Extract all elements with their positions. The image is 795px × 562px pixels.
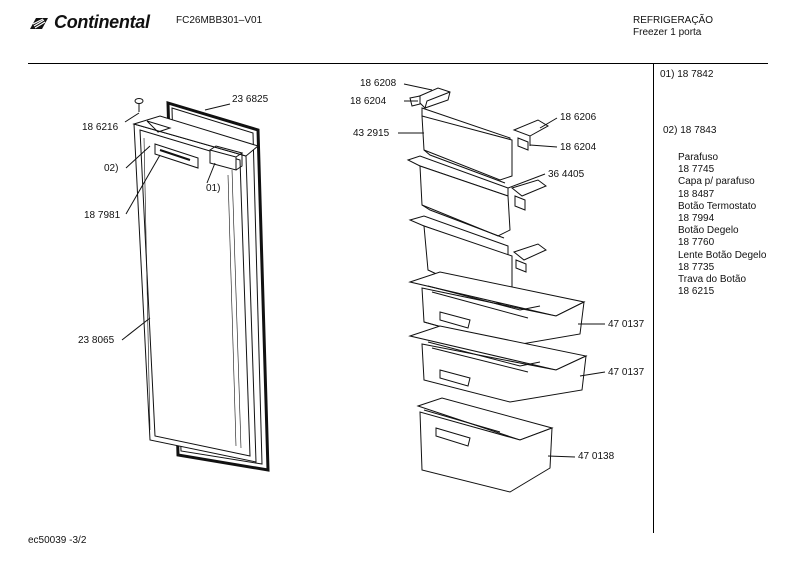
category-line-2: Freezer 1 porta xyxy=(633,27,702,38)
brand-name: Continental xyxy=(54,12,150,32)
part-name: Trava do Botão xyxy=(678,274,747,286)
part-name: Botão Termostato xyxy=(678,200,757,212)
callout-01: 01) xyxy=(206,183,221,194)
callout-470138: 47 0138 xyxy=(578,451,615,462)
side-item-01: 01) 18 7842 xyxy=(660,69,714,80)
callout-470137-a: 47 0137 xyxy=(608,319,645,330)
door-shelf-2 xyxy=(406,155,511,239)
callout-186216: 18 6216 xyxy=(82,122,119,133)
side-item-02: 02) 18 7843 xyxy=(663,125,717,136)
header-divider xyxy=(28,63,768,64)
basket-2 xyxy=(408,325,588,403)
callout-187981: 18 7981 xyxy=(84,210,121,221)
part-name: Capa p/ parafuso xyxy=(678,176,755,188)
shelf-clip-right-1 xyxy=(512,119,549,151)
part-name: Botão Degelo xyxy=(678,225,739,237)
callout-186204-b: 18 6204 xyxy=(560,142,597,153)
part-name: Parafuso xyxy=(678,152,719,163)
part-code: 18 7735 xyxy=(678,261,715,273)
side-parts-list: Parafuso 18 7745 Capa p/ parafuso 18 848… xyxy=(678,152,766,298)
callout-186206: 18 6206 xyxy=(560,112,597,123)
callout-364405: 36 4405 xyxy=(548,169,585,180)
callout-470137-b: 47 0137 xyxy=(608,367,645,378)
part-code: 18 7760 xyxy=(678,237,715,249)
screw-part xyxy=(134,98,144,112)
shelf-clip-right-2 xyxy=(510,179,547,211)
door-panel xyxy=(132,115,260,463)
callout-432915: 43 2915 xyxy=(353,128,390,139)
door-shelf-1 xyxy=(421,107,513,184)
part-name: Lente Botão Degelo xyxy=(678,249,767,261)
brand-logo: Continental xyxy=(28,12,150,33)
category-line-1: REFRIGERAÇÃO xyxy=(633,15,714,26)
callout-02: 02) xyxy=(104,163,119,174)
callout-186204-a: 18 6204 xyxy=(350,96,387,107)
part-code: 18 8487 xyxy=(678,188,715,200)
category: REFRIGERAÇÃO Freezer 1 porta xyxy=(633,15,713,39)
part-code: 18 7745 xyxy=(678,164,715,176)
callout-236825: 23 6825 xyxy=(232,94,269,105)
shelf-clip-right-3 xyxy=(512,243,547,273)
callout-186208: 18 6208 xyxy=(360,78,397,89)
part-code: 18 6215 xyxy=(678,286,715,298)
side-panel-divider xyxy=(653,63,654,533)
document-reference: ec50039 -3/2 xyxy=(28,535,87,546)
model-number: FC26MBB301–V01 xyxy=(176,15,263,26)
basket-3 xyxy=(416,397,554,493)
callout-238065: 23 8065 xyxy=(78,335,115,346)
continental-horse-icon xyxy=(30,18,48,29)
part-code: 18 7994 xyxy=(678,213,715,225)
shelf-clip-top xyxy=(409,87,451,109)
